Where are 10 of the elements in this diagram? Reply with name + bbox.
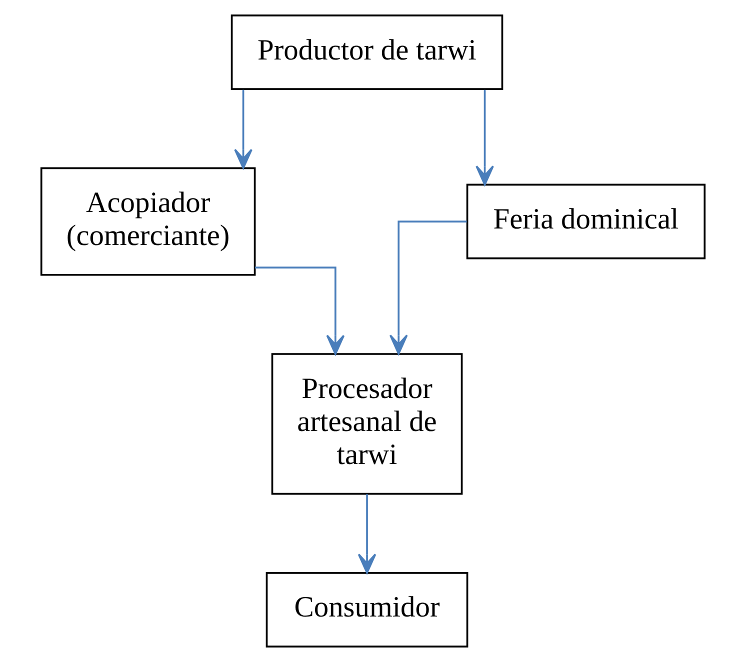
arrow <box>357 494 376 574</box>
node-box: Productor de tarwi <box>230 14 503 90</box>
node-box: Procesador artesanal de tarwi <box>270 353 462 495</box>
arrow <box>388 220 466 355</box>
arrow <box>254 266 344 355</box>
arrow <box>234 90 252 169</box>
node-box: Feria dominical <box>466 184 706 260</box>
node-box: Acopiador (comerciante) <box>40 167 256 276</box>
arrow <box>475 90 494 186</box>
node-box: Consumidor <box>265 572 468 648</box>
